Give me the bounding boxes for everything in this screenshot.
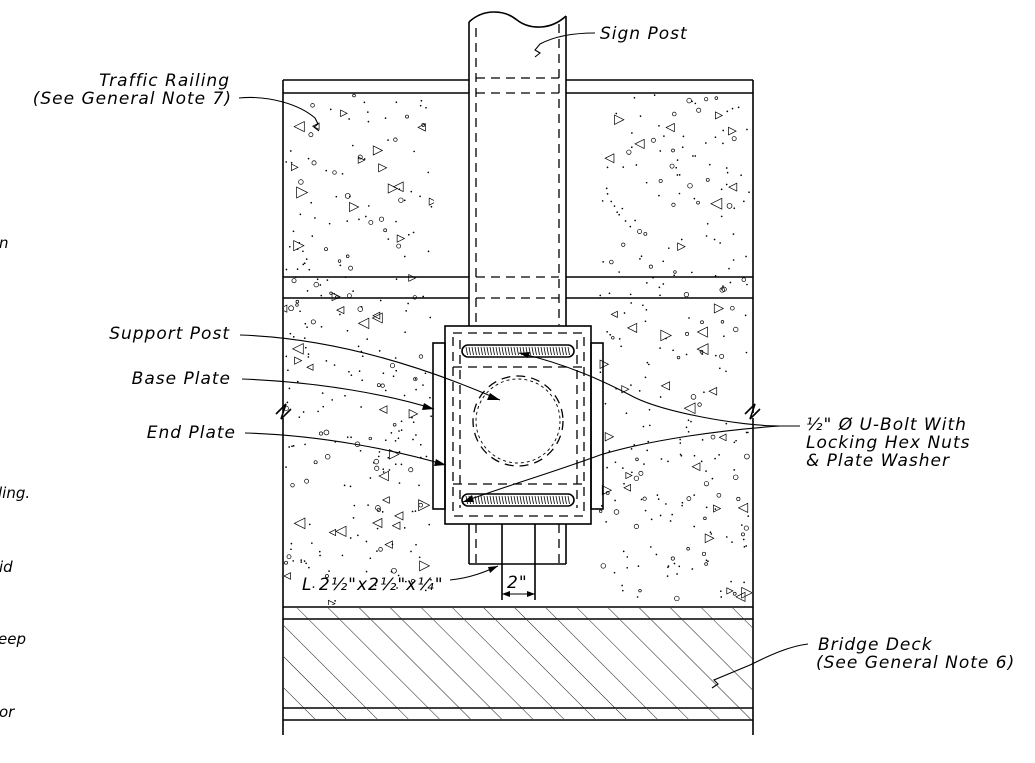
support-post-label: Support Post: [109, 324, 230, 344]
dimension-2in: 2": [502, 573, 535, 597]
bridge-deck-note: (See General Note 6): [816, 653, 1015, 673]
dimension-2in-label: 2": [507, 573, 528, 593]
base-plate-assembly: [432, 325, 604, 525]
u-bolt-label-line-2: Locking Hex Nuts: [806, 433, 970, 453]
railing-concrete-stipple: [284, 93, 752, 605]
end-plate-label: End Plate: [147, 423, 236, 443]
leaders: [238, 32, 809, 689]
u-bolt-top: [461, 344, 575, 358]
u-bolt-label-line-1: ½" Ø U-Bolt With: [806, 415, 967, 435]
angle-section: [468, 524, 567, 600]
sign-post-label: Sign Post: [600, 24, 688, 44]
cut-off-fragment: or: [0, 703, 15, 721]
cut-off-fragment: ling.: [0, 484, 30, 502]
bridge-deck-label: Bridge Deck: [818, 635, 933, 655]
cut-off-fragment: n: [0, 234, 9, 252]
u-bolt-bottom: [461, 493, 575, 507]
traffic-railing-label: Traffic Railing: [99, 71, 230, 91]
bridge-deck: [283, 608, 753, 721]
cut-off-fragment: id: [0, 558, 13, 576]
base-plate-label: Base Plate: [132, 369, 231, 389]
cut-off-fragment: eep: [0, 630, 26, 648]
u-bolt-label-line-3: & Plate Washer: [806, 451, 950, 471]
cut-off-text: n ling. id eep or: [0, 234, 30, 721]
angle-label: L 2½"x2½"x¼": [302, 575, 444, 595]
traffic-railing-note: (See General Note 7): [33, 89, 232, 109]
